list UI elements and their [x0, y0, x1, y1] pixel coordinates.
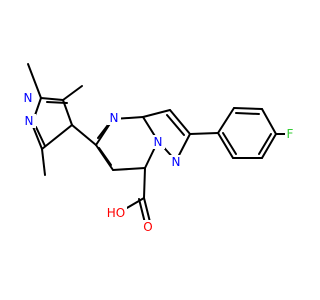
- bond: [62, 85, 83, 101]
- atom-label-n: N: [24, 91, 33, 105]
- bond: [217, 107, 235, 134]
- bond: [217, 132, 234, 159]
- atom-label-n: N: [172, 155, 181, 169]
- atom-label-f: F: [287, 127, 294, 141]
- bond: [143, 167, 146, 199]
- bond: [35, 126, 46, 147]
- bond: [169, 109, 191, 135]
- bond: [112, 167, 146, 171]
- bond: [233, 107, 263, 110]
- bond: [189, 132, 219, 135]
- bond: [235, 112, 260, 115]
- bond: [166, 114, 185, 136]
- bond: [98, 147, 112, 166]
- bond: [222, 132, 237, 155]
- bond: [41, 148, 46, 176]
- atom-label-ho: HO: [107, 206, 125, 220]
- bond: [261, 133, 277, 159]
- bond: [41, 124, 73, 150]
- bond: [40, 97, 64, 101]
- atom-label-n: N: [25, 114, 34, 128]
- bond: [142, 109, 171, 118]
- molecule-structure: N N N N N F HO O: [21, 63, 297, 234]
- bond: [46, 101, 68, 104]
- bond: [261, 108, 277, 135]
- atom-label-o: O: [143, 220, 152, 234]
- atom-labels: N N N N N F HO O: [21, 91, 297, 234]
- bond: [138, 198, 146, 224]
- molecule-canvas: N N N N N F HO O: [21, 63, 297, 234]
- bond: [143, 197, 151, 223]
- bond: [258, 133, 272, 155]
- atom-label-n: N: [154, 135, 163, 149]
- bond: [71, 124, 97, 146]
- bond: [31, 123, 43, 150]
- bond: [62, 99, 73, 126]
- atom-label-n: N: [110, 111, 119, 125]
- bond: [27, 63, 42, 99]
